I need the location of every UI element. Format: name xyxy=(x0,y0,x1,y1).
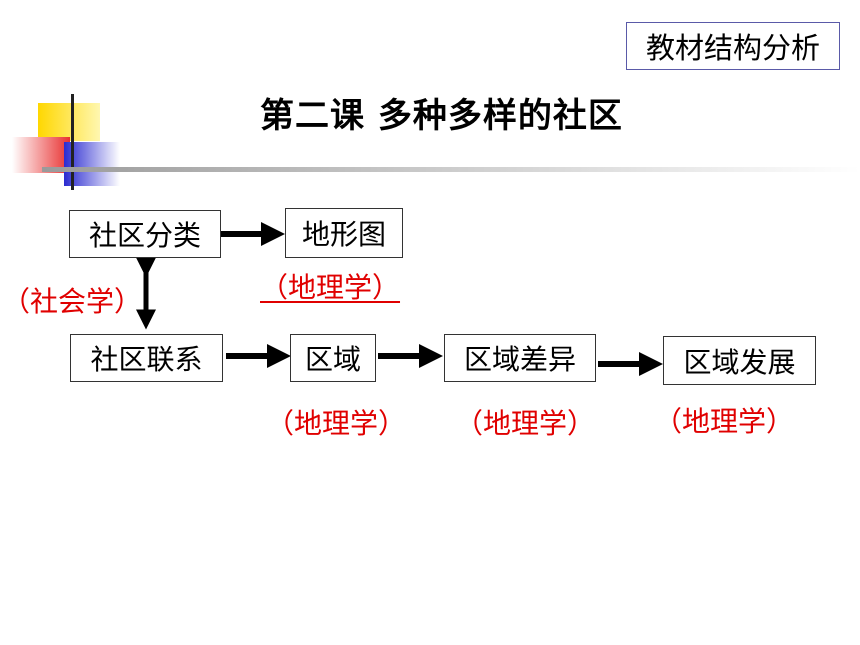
node-terrain-map: 地形图 xyxy=(285,208,403,258)
annotation-geography-development: （地理学） xyxy=(654,405,795,438)
node-regional-difference: 区域差异 xyxy=(444,334,596,382)
decor-yellow-square xyxy=(38,103,100,141)
annotation-geography-top: （地理学） xyxy=(260,271,401,304)
decor-divider-line xyxy=(42,167,860,172)
node-regional-development: 区域发展 xyxy=(663,336,816,385)
annotation-sociology: （社会学） xyxy=(2,285,143,318)
decor-vertical-line xyxy=(71,94,74,190)
node-community-connection: 社区联系 xyxy=(70,334,223,382)
annotation-geography-region: （地理学） xyxy=(266,407,407,440)
section-label: 教材结构分析 xyxy=(626,22,840,70)
annotation-geography-difference: （地理学） xyxy=(455,407,596,440)
node-region: 区域 xyxy=(290,334,376,382)
page-title: 第二课 多种多样的社区 xyxy=(260,96,623,136)
node-community-classification: 社区分类 xyxy=(69,210,221,258)
